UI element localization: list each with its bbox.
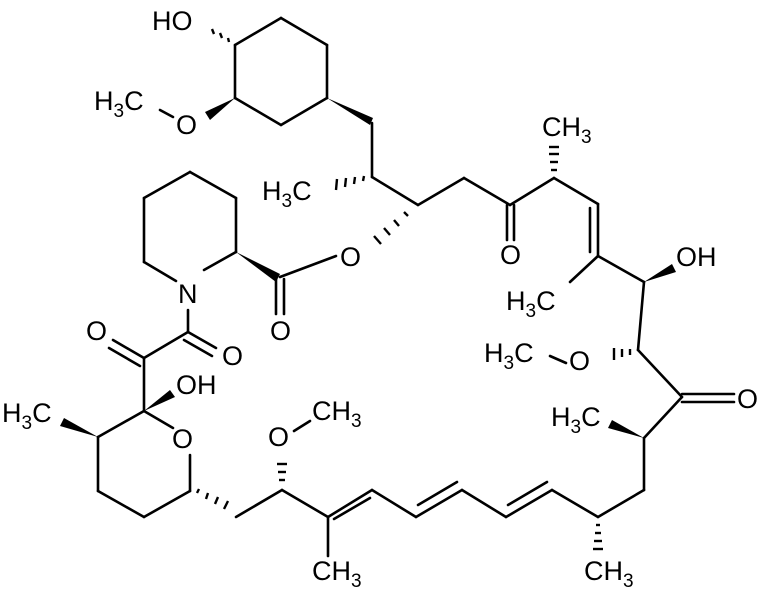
wedge-bond-oh-c28 [644, 264, 676, 282]
label-ester-o: O [340, 242, 361, 272]
wedge-bond-ch2 [327, 98, 373, 125]
wedge-bond-ome [205, 98, 235, 120]
label-oh-c28: OH [676, 242, 717, 272]
wedge-bond-methyl-c25 [608, 420, 644, 438]
cyclohexyl-ring [158, 16, 373, 127]
tetrahydropyran-ring [60, 356, 230, 519]
label-h3c-c25: H3C [551, 402, 601, 438]
label-ch3-c23: CH3 [584, 556, 634, 592]
hashed-bond-methyl-upper [334, 175, 366, 191]
upper-chain [334, 121, 736, 551]
label-ketoamide-o: O [222, 341, 243, 371]
label-ch3-ome-c16: CH3 [312, 396, 362, 432]
label-ketone-o-c26: O [737, 384, 758, 414]
label-ho: HO [152, 6, 193, 36]
ketoamide [107, 308, 218, 368]
hashed-bond-methyl-c23 [593, 523, 603, 551]
hashed-bond-pyran-ch2 [195, 488, 230, 510]
wedge-bond-piperidine-ester [236, 252, 280, 282]
label-hemiketal-oh: OH [176, 370, 217, 400]
label-h3c-ome-c27: H3C [484, 338, 534, 374]
wedge-bond-methyl-pyran [60, 418, 98, 437]
atom-labels: HO H3C O H3C O O N O CH3 OH H3C H3C O O … [2, 6, 758, 592]
hashed-bond-ester [373, 211, 409, 245]
label-o-ome-c27: O [569, 346, 590, 376]
label-ketone-o: O [500, 240, 521, 270]
hashed-bond-ome-c27 [612, 348, 632, 360]
hashed-bond-ome-c16 [277, 462, 287, 482]
label-h3c-triene-methyl: H3C [506, 286, 556, 322]
label-pyran-o: O [172, 424, 193, 454]
label-o-ome-c16: O [268, 422, 289, 452]
label-amide-o: O [86, 316, 107, 346]
label-ch3-top: CH3 [542, 112, 592, 148]
label-ester-carbonyl-o: O [270, 316, 291, 346]
triene-chain [280, 480, 600, 558]
c16-methoxy [234, 419, 312, 519]
label-h3c-pyran: H3C [2, 398, 52, 434]
label-h3c-ome-cyclohexyl: H3C [94, 86, 144, 122]
hashed-bond-oh [210, 28, 231, 43]
label-o-ome-cyclohexyl: O [176, 110, 197, 140]
piperidine-ring [142, 170, 338, 316]
label-piperidine-n: N [178, 279, 198, 309]
label-ch3-triene-bottom: CH3 [312, 556, 362, 592]
wedge-bond-oh-hemiketal [144, 390, 175, 411]
label-h3c-upper-methyl: H3C [262, 176, 312, 212]
hashed-bond-methyl-top [549, 145, 559, 172]
